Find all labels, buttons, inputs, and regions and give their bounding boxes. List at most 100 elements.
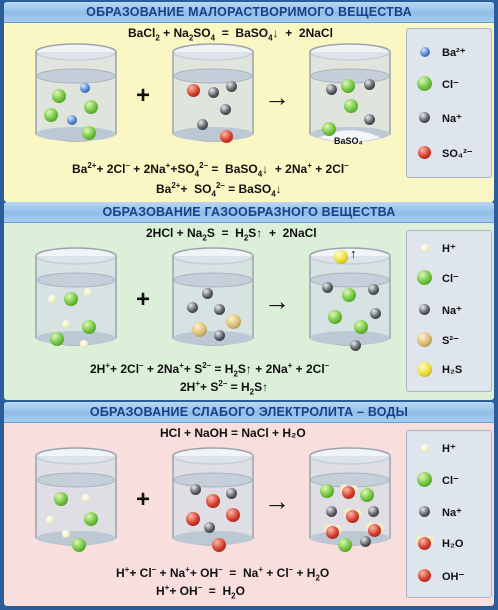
section-title: ОБРАЗОВАНИЕ СЛАБОГО ЭЛЕКТРОЛИТА – ВОДЫ	[4, 402, 494, 423]
h-ion	[84, 288, 92, 296]
cl-ion	[52, 89, 66, 103]
na-ion	[326, 84, 337, 95]
h2o-molecule	[368, 524, 381, 537]
legend-item: Na⁺	[407, 109, 491, 129]
cl-ion	[342, 288, 356, 302]
legend-item: H⁺	[407, 239, 491, 259]
beaker-product	[309, 447, 391, 546]
cl-ion	[50, 332, 64, 346]
h2o-molecule	[326, 526, 339, 539]
legend-label: Cl⁻	[442, 475, 459, 487]
na-ion	[187, 302, 198, 313]
h2o-molecule	[346, 510, 359, 523]
h-ion	[48, 295, 56, 303]
legend-label: H⁺	[442, 443, 456, 455]
beaker-bacl2	[35, 43, 117, 142]
section-title: ОБРАЗОВАНИЕ МАЛОРАСТВОРИМОГО ВЕЩЕСТВА	[4, 2, 494, 23]
legend-item: SO₄²⁻	[407, 144, 491, 164]
cl-ion-ball-icon	[417, 76, 432, 91]
legend-item: Ba²⁺	[407, 43, 491, 63]
cl-ion	[322, 122, 336, 136]
ionic-equation: Ba2++ 2Cl– + 2Na++SO42– = BaSO4↓ + 2Na+ …	[72, 161, 349, 179]
na-ion	[326, 506, 337, 517]
legend-label: Ba²⁺	[442, 47, 466, 59]
legend-item: Cl⁻	[407, 471, 491, 491]
cl-ion	[341, 79, 355, 93]
ba-ion	[67, 115, 77, 125]
legend-item: Cl⁻	[407, 75, 491, 95]
oh-ion-ball-icon	[418, 569, 431, 582]
na-ion	[350, 340, 361, 351]
na-ion	[214, 330, 225, 341]
h-ion-ball-icon	[421, 244, 429, 252]
plus-sign: +	[136, 486, 151, 513]
so4-ion-ball-icon	[418, 146, 431, 159]
h-ion	[46, 516, 54, 524]
na-ion	[226, 488, 237, 499]
legend-label: SO₄²⁻	[442, 148, 473, 160]
legend-label: Na⁺	[442, 305, 462, 317]
section-precipitate: ОБРАЗОВАНИЕ МАЛОРАСТВОРИМОГО ВЕЩЕСТВА Ba…	[4, 2, 494, 202]
na-ion-ball-icon	[419, 112, 430, 123]
na-ion	[360, 536, 371, 547]
molecular-equation: HCl + NaOH = NaCl + H₂O	[160, 426, 306, 440]
h-ion	[62, 530, 70, 538]
arrow-right-icon: →	[264, 486, 290, 516]
short-ionic-equation: Ba2++ SO42– = BaSO4↓	[156, 181, 282, 199]
h2s-ball-icon	[417, 362, 432, 377]
cl-ion	[44, 108, 58, 122]
oh-ion	[206, 494, 220, 508]
na-ion	[364, 79, 375, 90]
cl-ion	[344, 99, 358, 113]
na-ion	[208, 87, 219, 98]
legend-label: Cl⁻	[442, 79, 459, 91]
beaker-hcl	[35, 447, 117, 546]
arrow-right-icon: →	[264, 286, 290, 316]
arrow-right-icon: →	[264, 82, 290, 112]
ba-ion	[80, 83, 90, 93]
cl-ion	[320, 484, 334, 498]
legend-box: H⁺ Cl⁻ Na⁺ S²⁻ H₂S	[406, 230, 492, 392]
precipitate-label: BaSO₄	[334, 136, 363, 146]
h2o-molecule	[342, 486, 355, 499]
legend-item: Na⁺	[407, 301, 491, 321]
legend-item: H₂S	[407, 361, 491, 381]
cl-ion	[360, 488, 374, 502]
cl-ion	[84, 512, 98, 526]
legend-label: S²⁻	[442, 335, 459, 347]
s-ion	[192, 322, 207, 337]
legend-item: H₂O	[407, 535, 491, 555]
legend-label: Cl⁻	[442, 273, 459, 285]
ba-ion-ball-icon	[420, 47, 430, 57]
na-ion	[220, 104, 231, 115]
legend-label: OH⁻	[442, 571, 465, 583]
cl-ion	[84, 100, 98, 114]
cl-ion	[82, 126, 96, 140]
oh-ion	[226, 508, 240, 522]
legend-label: H₂O	[442, 538, 464, 550]
na-ion	[214, 304, 225, 315]
plus-sign: +	[136, 286, 151, 313]
legend-item: Cl⁻	[407, 269, 491, 289]
legend-label: H₂S	[442, 364, 463, 376]
s-ion	[226, 314, 241, 329]
na-ion-ball-icon	[419, 304, 430, 315]
ionic-equation: 2H++ 2Cl– + 2Na++ S2– = H2S↑ + 2Na+ + 2C…	[90, 361, 330, 379]
beaker-product	[309, 43, 391, 143]
cl-ion-ball-icon	[417, 270, 432, 285]
na-ion	[202, 288, 213, 299]
na-ion-ball-icon	[419, 506, 430, 517]
na-ion	[368, 284, 379, 295]
h2s-molecule	[334, 250, 348, 264]
oh-ion	[186, 512, 200, 526]
h2o-molecule-icon	[418, 537, 431, 550]
na-ion	[226, 81, 237, 92]
legend-box: H⁺ Cl⁻ Na⁺ H₂O OH⁻	[406, 430, 492, 598]
short-ionic-equation: 2H++ S2– = H2S↑	[180, 379, 269, 397]
section-water: ОБРАЗОВАНИЕ СЛАБОГО ЭЛЕКТРОЛИТА – ВОДЫ H…	[4, 402, 494, 606]
legend-item: S²⁻	[407, 331, 491, 351]
beaker-na2s	[172, 247, 254, 346]
so4-ion	[220, 130, 233, 143]
legend-box: Ba²⁺ Cl⁻ Na⁺ SO₄²⁻	[406, 28, 492, 178]
